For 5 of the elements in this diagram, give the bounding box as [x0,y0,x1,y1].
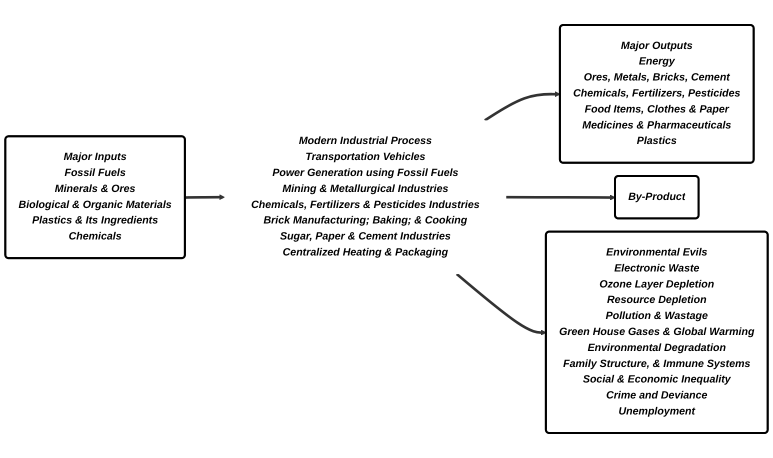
node-text: Modern Industrial Process Transportation Vehicles Power Generation using Fossil Fuels Mining & Metallurgical Industries Chemicals, Fertilizers & Pesticides Industries Brick Manufacturing; Baking; & Cooking Sugar, Paper & Cement Industries Centralized Heating & Packaging [251,136,480,258]
arrow [484,91,560,122]
arrow [506,194,616,200]
arrow [456,273,546,336]
arrow [185,194,225,200]
